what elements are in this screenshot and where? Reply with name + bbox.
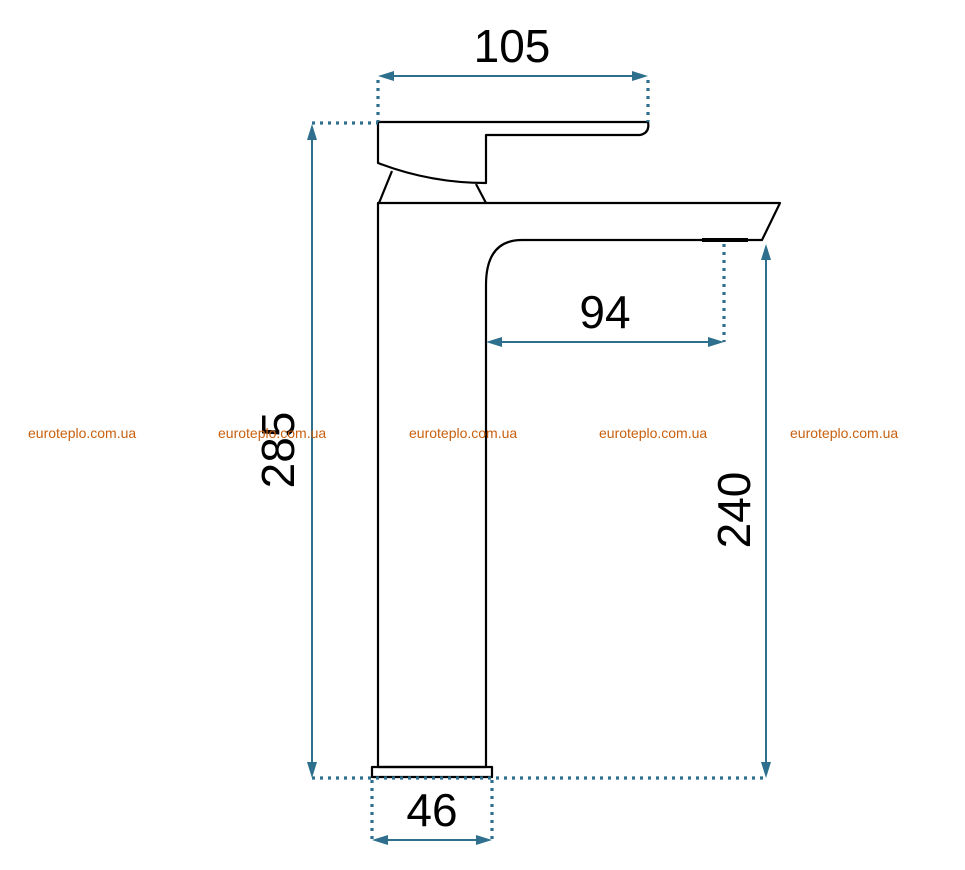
- faucet-body: [376, 201, 782, 769]
- dimension-total-height: 285: [252, 124, 317, 778]
- handle-cap: [377, 170, 487, 204]
- watermark-row: euroteplo.com.ua euroteplo.com.ua eurote…: [28, 425, 898, 441]
- aerator: [702, 238, 748, 242]
- dimension-label-285: 285: [252, 412, 304, 489]
- dimension-label-94: 94: [579, 286, 630, 338]
- dimension-base-width: 46: [372, 784, 492, 845]
- extension-lines: [312, 80, 768, 842]
- dimension-label-105: 105: [474, 20, 551, 72]
- dimension-spout-height: 240: [708, 244, 771, 778]
- dimension-label-240: 240: [708, 472, 760, 549]
- base-plate: [370, 765, 494, 779]
- watermark-text: euroteplo.com.ua: [218, 425, 326, 441]
- watermark-text: euroteplo.com.ua: [409, 425, 517, 441]
- watermark-text: euroteplo.com.ua: [599, 425, 707, 441]
- watermark-text: euroteplo.com.ua: [28, 425, 136, 441]
- dimension-label-46: 46: [406, 784, 457, 836]
- dimension-width-top: 105: [378, 20, 648, 81]
- watermark-text: euroteplo.com.ua: [790, 425, 898, 441]
- faucet-outline: [370, 120, 782, 779]
- dimension-spout-reach: 94: [486, 286, 724, 347]
- handle-lever: [376, 120, 650, 185]
